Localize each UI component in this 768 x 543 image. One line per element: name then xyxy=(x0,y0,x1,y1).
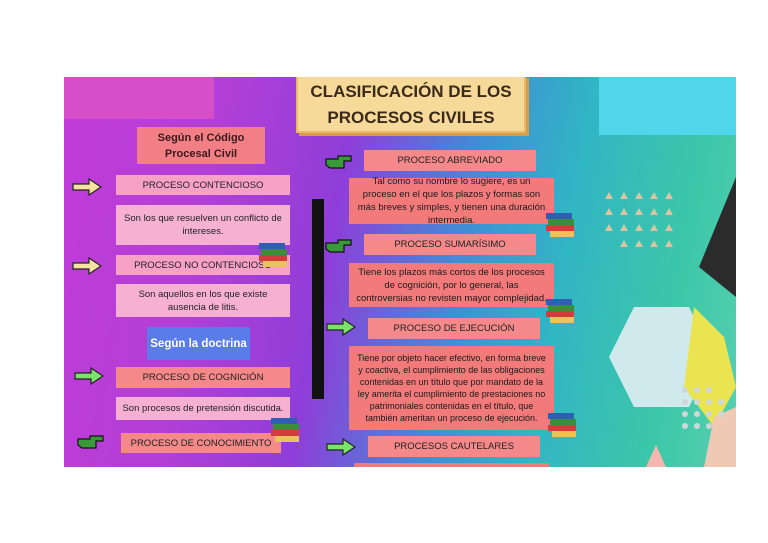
pattern-dot xyxy=(706,399,712,405)
arrow-right-icon xyxy=(74,367,104,385)
label-proceso-de-cognicion: PROCESO DE COGNICIÓN xyxy=(116,367,290,388)
pattern-dot xyxy=(694,423,700,429)
pattern-triangle xyxy=(650,192,658,199)
pattern-dot xyxy=(706,387,712,393)
desc-proceso-contencioso: Son los que resuelven un conflicto de in… xyxy=(116,205,290,245)
pattern-triangle xyxy=(605,224,613,231)
pattern-triangle xyxy=(605,192,613,199)
title-line-1: CLASIFICACIÓN DE LOS xyxy=(310,82,512,101)
geometric-shapes xyxy=(609,177,736,467)
poster-title: CLASIFICACIÓN DE LOS PROCESOS CIVILES xyxy=(296,77,526,133)
pattern-triangle xyxy=(665,192,673,199)
pattern-triangle xyxy=(635,208,643,215)
pattern-triangle xyxy=(620,224,628,231)
desc-proceso-abreviado: Tal como su nombre lo sugiere, es un pro… xyxy=(349,176,554,226)
pointing-hand-icon xyxy=(325,239,352,253)
pattern-dot xyxy=(718,411,724,417)
section-segun-la-doctrina: Según la doctrina xyxy=(147,327,250,360)
pattern-triangle xyxy=(650,208,658,215)
desc-proceso-de-cognicion: Son procesos de pretensión discutida. xyxy=(116,397,290,420)
pointing-hand-icon xyxy=(77,435,104,449)
label-proceso-no-contencioso: PROCESO NO CONTENCIOSO xyxy=(116,255,290,275)
desc-proceso-sumarisimo: Tiene los plazos más cortos de los proce… xyxy=(349,263,554,307)
label-proceso-sumarisimo: PROCESO SUMARÍSIMO xyxy=(364,234,536,255)
desc-proceso-de-ejecucion: Tiene por objeto hacer efectivo, en form… xyxy=(349,346,554,430)
pattern-triangle xyxy=(620,208,628,215)
pattern-dot xyxy=(694,387,700,393)
desc-procesos-cautelares-partial xyxy=(354,463,549,467)
label-proceso-de-conocimiento: PROCESO DE CONOCIMIENTO xyxy=(121,433,281,453)
pattern-triangle xyxy=(635,240,643,247)
books-icon xyxy=(271,418,299,442)
section-codigo-procesal: Según el Código Procesal Civil xyxy=(137,127,265,164)
label-procesos-cautelares: PROCESOS CAUTELARES xyxy=(368,436,540,457)
arrow-right-icon xyxy=(72,257,102,275)
pattern-triangle xyxy=(665,208,673,215)
desc-proceso-no-contencioso: Son aquellos en los que existe ausencia … xyxy=(116,284,290,317)
pattern-triangle xyxy=(650,224,658,231)
pattern-triangle xyxy=(620,240,628,247)
arrow-right-icon xyxy=(326,438,356,456)
pattern-dot xyxy=(694,399,700,405)
title-line-2: PROCESOS CIVILES xyxy=(327,108,495,127)
pattern-dot xyxy=(682,387,688,393)
books-icon xyxy=(546,299,574,323)
arrow-right-icon xyxy=(326,318,356,336)
books-icon xyxy=(548,413,576,437)
pattern-dot xyxy=(682,399,688,405)
label-proceso-contencioso: PROCESO CONTENCIOSO xyxy=(116,175,290,195)
pattern-triangle xyxy=(635,192,643,199)
label-proceso-abreviado: PROCESO ABREVIADO xyxy=(364,150,536,171)
pattern-dot xyxy=(682,411,688,417)
cyan-block xyxy=(599,77,736,135)
pattern-triangle xyxy=(665,224,673,231)
pointing-hand-icon xyxy=(325,155,352,169)
poster: CLASIFICACIÓN DE LOS PROCESOS CIVILES Se… xyxy=(64,77,736,467)
pattern-triangle xyxy=(605,208,613,215)
books-icon xyxy=(259,243,287,267)
pink-block xyxy=(64,77,214,119)
pattern-dot xyxy=(682,423,688,429)
pattern-triangle xyxy=(635,224,643,231)
pattern-triangle xyxy=(650,240,658,247)
arrow-right-icon xyxy=(72,178,102,196)
pattern-dot xyxy=(706,411,712,417)
pattern-dot xyxy=(706,423,712,429)
pattern-dot xyxy=(694,411,700,417)
pattern-triangle xyxy=(620,192,628,199)
pattern-triangle xyxy=(665,240,673,247)
vertical-divider xyxy=(312,199,324,399)
label-proceso-de-ejecucion: PROCESO DE EJECUCIÓN xyxy=(368,318,540,339)
pattern-dot xyxy=(718,399,724,405)
books-icon xyxy=(546,213,574,237)
